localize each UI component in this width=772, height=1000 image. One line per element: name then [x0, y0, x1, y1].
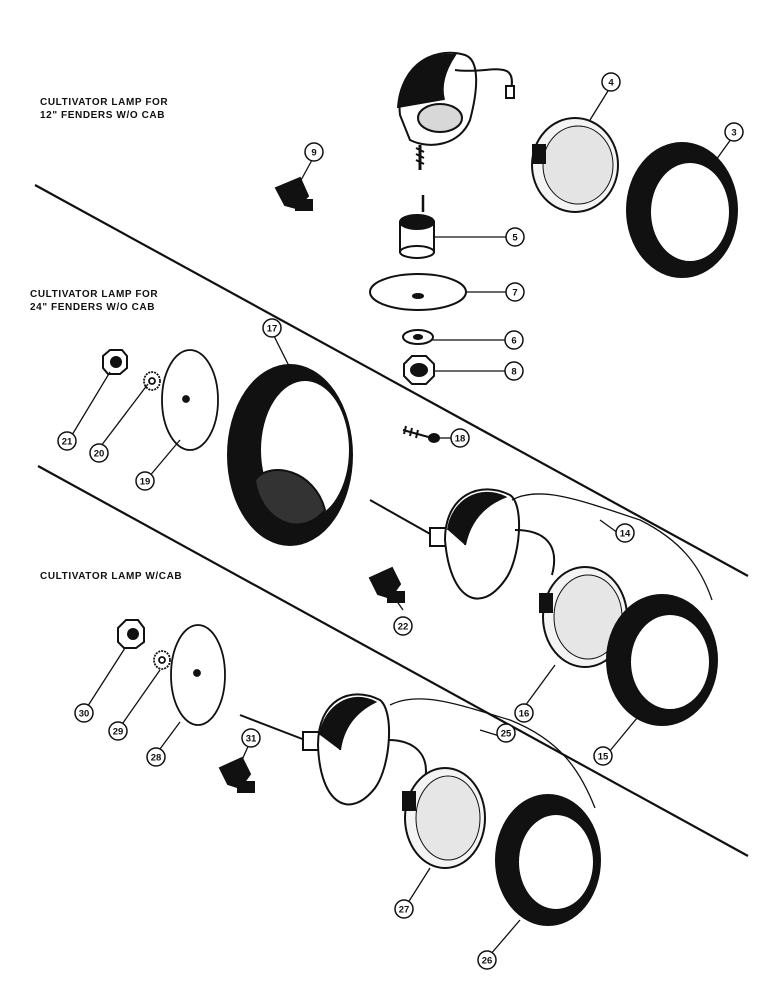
section-title-line: 12" FENDERS W/O CAB: [40, 110, 166, 121]
callout-label: 21: [62, 437, 73, 448]
lamp-housing-top: [397, 51, 515, 212]
callout-9: 9: [304, 142, 324, 162]
callout-label: 16: [519, 709, 530, 720]
section-title-line: 24" FENDERS W/O CAB: [30, 302, 156, 313]
lamp-assembly-14: [369, 488, 556, 600]
nut-21: [102, 349, 128, 375]
section-title-line: CULTIVATOR LAMP W/CAB: [40, 571, 183, 582]
rim-26: [495, 794, 601, 926]
rim-3: [626, 142, 738, 278]
callout-27: 27: [394, 899, 414, 919]
switch-31: [218, 756, 255, 793]
callout-18: 18: [450, 428, 470, 448]
callouts: 3 4 5 6 7 8 9 14 15 16 17 18 19 20 21 22…: [57, 72, 744, 970]
callout-26: 26: [477, 950, 497, 970]
spacer-5: [399, 214, 435, 259]
section-title-12in-fenders: CULTIVATOR LAMP FOR 12" FENDERS W/O CAB: [40, 96, 168, 122]
callout-label: 8: [511, 367, 516, 378]
callout-28: 28: [146, 747, 166, 767]
washer-29: [153, 650, 171, 670]
bracket-14: [511, 493, 713, 601]
callout-label: 14: [620, 529, 631, 540]
callout-7: 7: [505, 282, 525, 302]
lens-4: [531, 117, 619, 213]
callout-label: 19: [140, 477, 151, 488]
lens-27: [402, 767, 486, 869]
callout-label: 31: [246, 734, 257, 745]
callout-3: 3: [724, 122, 744, 142]
section-title-line: CULTIVATOR LAMP FOR: [30, 289, 159, 300]
lamp-assembly-25: [239, 693, 427, 806]
callout-16: 16: [514, 703, 534, 723]
callout-label: 20: [94, 449, 105, 460]
callout-label: 30: [79, 709, 90, 720]
callout-label: 28: [151, 753, 162, 764]
callout-label: 29: [113, 727, 124, 738]
callout-20: 20: [89, 443, 109, 463]
section-divider: [34, 184, 749, 577]
bracket-25: [389, 698, 596, 809]
callout-8: 8: [504, 361, 524, 381]
switch-22: [368, 566, 405, 603]
callout-30: 30: [74, 703, 94, 723]
plate-19: [161, 349, 219, 451]
callout-21: 21: [57, 431, 77, 451]
section-title-with-cab: CULTIVATOR LAMP W/CAB: [40, 570, 182, 583]
callout-label: 26: [482, 956, 493, 967]
section-title-24in-fenders: CULTIVATOR LAMP FOR 24" FENDERS W/O CAB: [30, 288, 158, 314]
washer-6: [402, 329, 434, 345]
callout-label: 17: [267, 324, 278, 335]
callout-label: 4: [608, 78, 614, 89]
callout-label: 22: [398, 622, 409, 633]
callout-label: 9: [311, 148, 316, 159]
callout-19: 19: [135, 471, 155, 491]
callout-29: 29: [108, 721, 128, 741]
callout-label: 6: [511, 336, 516, 347]
callout-label: 7: [512, 288, 517, 299]
section-title-line: CULTIVATOR LAMP FOR: [40, 97, 169, 108]
screw-18: [402, 425, 440, 443]
callout-14: 14: [615, 523, 635, 543]
housing-17: [227, 364, 353, 546]
callout-4: 4: [601, 72, 621, 92]
plate-7: [369, 273, 467, 311]
plate-28: [170, 624, 226, 726]
callout-label: 27: [399, 905, 410, 916]
callout-label: 3: [731, 128, 736, 139]
callout-label: 25: [501, 729, 512, 740]
nut-30: [117, 619, 145, 649]
rim-15: [606, 594, 718, 726]
callout-5: 5: [505, 227, 525, 247]
callout-6: 6: [504, 330, 524, 350]
callout-15: 15: [593, 746, 613, 766]
section-divider: [37, 465, 749, 857]
callout-22: 22: [393, 616, 413, 636]
callout-label: 18: [455, 434, 466, 445]
callout-label: 15: [598, 752, 609, 763]
callout-17: 17: [262, 318, 282, 338]
callout-label: 5: [512, 233, 518, 244]
callout-25: 25: [496, 723, 516, 743]
nut-8: [403, 355, 435, 385]
switch-9: [274, 176, 313, 211]
washer-20: [143, 371, 161, 391]
callout-31: 31: [241, 728, 261, 748]
